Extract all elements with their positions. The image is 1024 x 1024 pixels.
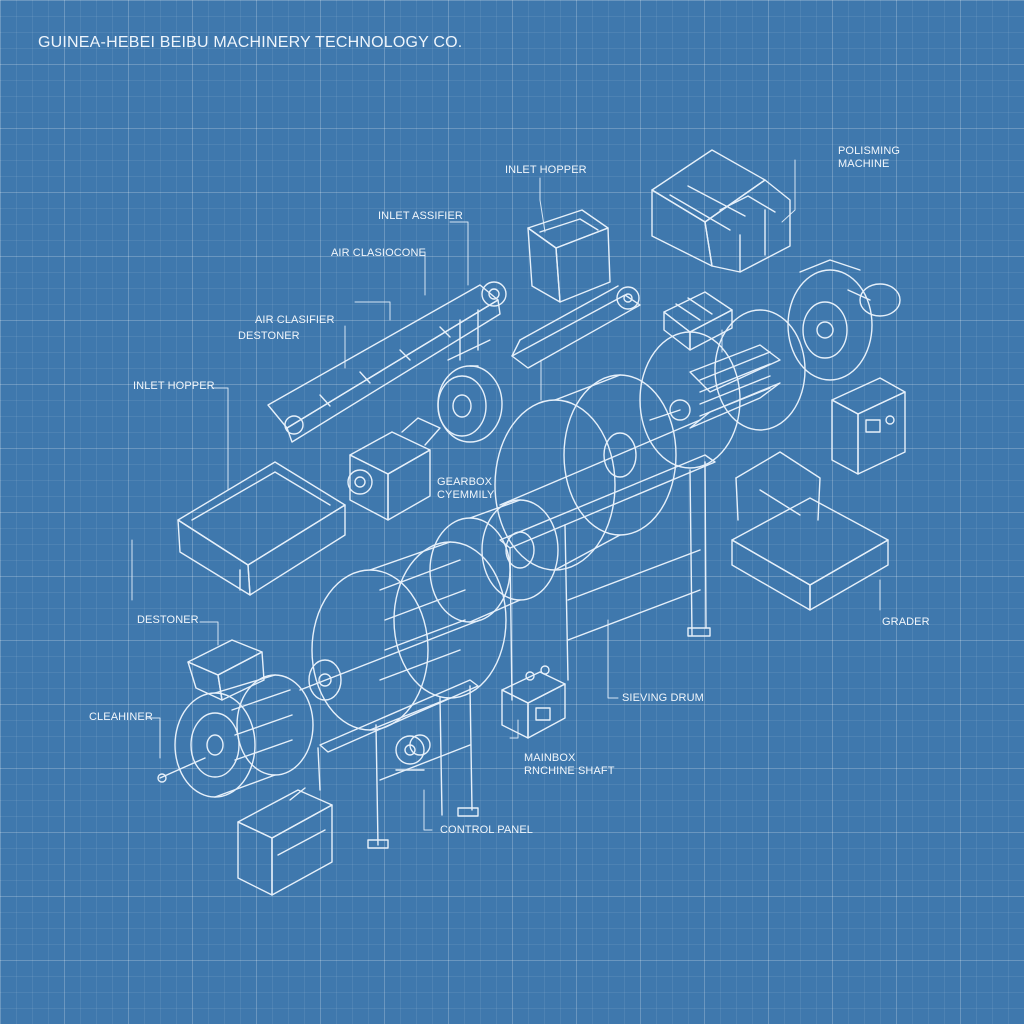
label-sieving-drum: SIEVING DRUM <box>622 692 704 704</box>
gearbox-part <box>347 417 441 521</box>
inlet-hopper-top-part <box>527 209 611 303</box>
label-gearbox-line-1: GEARBOX <box>437 476 493 488</box>
cleaner-drum-part <box>157 639 314 798</box>
inclined-conveyor-part <box>267 281 507 443</box>
label-control-panel: CONTROL PANEL <box>440 824 533 836</box>
label-destoner-lower: DESTONER <box>137 614 199 626</box>
polishing-machine-part <box>651 149 791 273</box>
control-box-right-part <box>831 377 906 475</box>
label-polishing-line-2: MACHINE <box>838 158 890 170</box>
pulley-wheel-part <box>437 365 503 443</box>
label-air-clasifier: AIR CLASIFIER <box>255 314 335 326</box>
label-inlet-assifier: INLET ASSIFIER <box>378 210 463 222</box>
inlet-hopper-tray-part <box>177 461 346 596</box>
motor-unit-right-part <box>787 259 901 381</box>
label-mainbox-line-2: RNCHINE SHAFT <box>524 765 615 777</box>
lower-bin-part <box>237 787 333 896</box>
label-polishing-machine: POLISMING MACHINE <box>838 145 900 171</box>
label-grader: GRADER <box>882 616 930 628</box>
label-inlet-hopper-top: INLET HOPPER <box>505 164 587 176</box>
label-polishing-line-1: POLISMING <box>838 145 901 157</box>
lower-frame-part <box>317 679 479 849</box>
mainbox-part <box>501 665 566 739</box>
label-air-clasiocone: AIR CLASIOCONE <box>331 247 426 259</box>
label-gearbox-line-2: CYEMMILY <box>437 489 495 501</box>
label-gearbox: GEARBOX CYEMMILY <box>437 476 494 502</box>
company-title: GUINEA-HEBEI BEIBU MACHINERY TECHNOLOGY … <box>38 34 463 51</box>
large-front-drum-part <box>299 541 507 731</box>
label-destoner-upper: DESTONER <box>238 330 300 342</box>
label-inlet-hopper-left: INLET HOPPER <box>133 380 215 392</box>
label-cleahiner: CLEAHINER <box>89 711 153 723</box>
label-mainbox: MAINBOX RNCHINE SHAFT <box>524 752 615 778</box>
small-motor-part <box>663 291 733 351</box>
grader-part <box>731 451 889 611</box>
drum-shaft-assembly-part <box>639 309 806 469</box>
rail-conveyor-part <box>511 285 641 369</box>
control-panel-gear-part <box>395 735 425 771</box>
middle-discs-part <box>429 499 559 623</box>
label-mainbox-line-1: MAINBOX <box>524 752 576 764</box>
